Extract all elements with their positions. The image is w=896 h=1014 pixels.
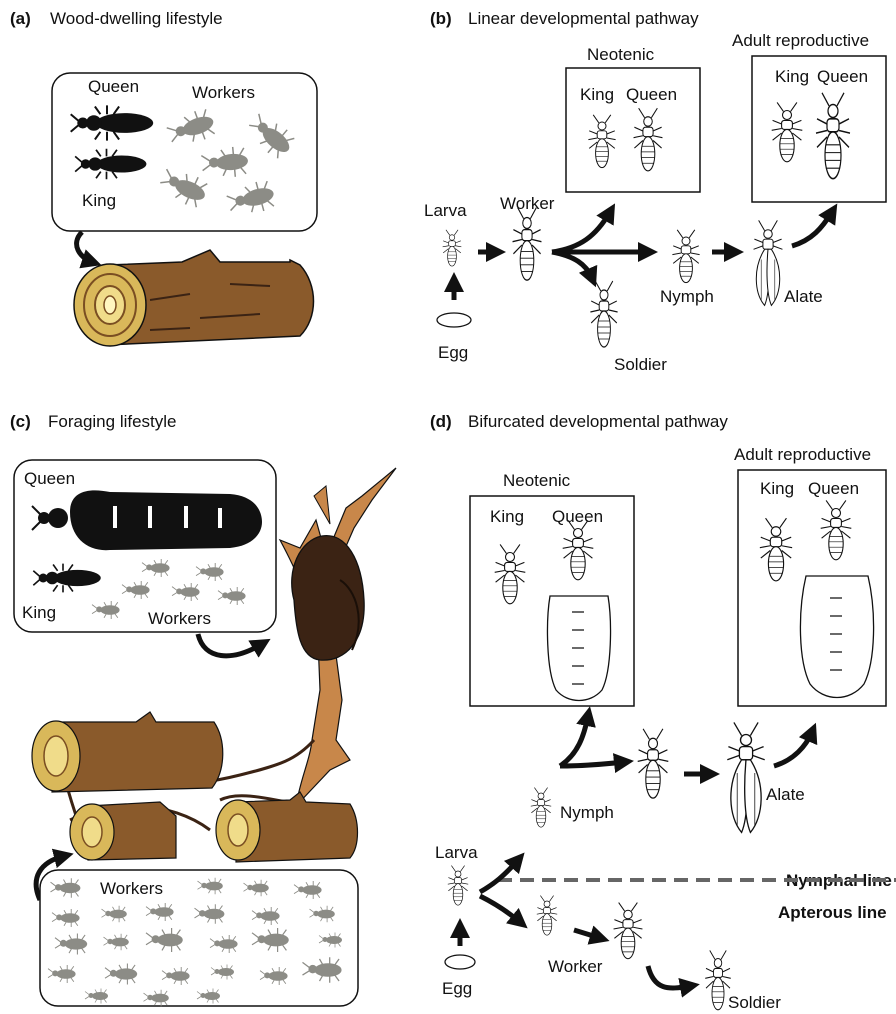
neotenic-king-label-d: King [490,507,524,526]
panel-b: (b) Linear developmental pathway Neoteni… [424,9,886,374]
panel-d-tag: (d) [430,412,452,431]
nymph-label-d: Nymph [560,803,614,822]
carton-nest-c [292,536,364,661]
neotenic-label-d: Neotenic [503,471,571,490]
panel-a-title: Wood-dwelling lifestyle [50,9,223,28]
egg-label-b: Egg [438,343,468,362]
nymph-b [672,230,699,283]
ar-king-label-d: King [760,479,794,498]
panel-b-tag: (b) [430,9,452,28]
adult-reproductive-label-b: Adult reproductive [732,31,869,50]
alate-b [754,220,783,305]
wood-log-c-left [70,802,176,860]
neotenic-queen-label-b: Queen [626,85,677,104]
neotenic-king-label-b: King [580,85,614,104]
neotenic-queen-label-d: Queen [552,507,603,526]
soldier-label-b: Soldier [614,355,667,374]
larva-label-d: Larva [435,843,478,862]
ar-queen-label-b: Queen [817,67,868,86]
panel-c: (c) Foraging lifestyle Queen King Worker… [10,412,396,1006]
queen-label-a: Queen [88,77,139,96]
worker-label-b: Worker [500,194,555,213]
worker-label-d: Worker [548,957,603,976]
egg-label-d: Egg [442,979,472,998]
ar-king-label-b: King [775,67,809,86]
nymph-small-d [531,788,551,828]
worker-b [513,208,542,281]
wood-log-c-right [216,792,358,862]
neotenic-label-b: Neotenic [587,45,655,64]
larva-b [443,230,462,266]
king-label-c: King [22,603,56,622]
soldier-label-d: Soldier [728,993,781,1012]
soldier-b [590,281,617,347]
nymph-large-d [638,729,669,798]
soldier-d [705,950,731,1009]
curved-arrow-a [77,232,92,262]
king-label-a: King [82,191,116,210]
larva-label-b: Larva [424,201,467,220]
alate-label-b: Alate [784,287,823,306]
alate-d [727,722,764,832]
workers-label-c: Workers [148,609,211,628]
larva-d [448,866,468,906]
workers-label-a: Workers [192,83,255,102]
adult-reproductive-label-d: Adult reproductive [734,445,871,464]
wood-log-c-top [32,712,223,792]
panel-d-title: Bifurcated developmental pathway [468,412,728,431]
apterous-line-label: Apterous line [778,903,887,922]
curved-arrow-c-nest [198,634,262,656]
alate-label-d: Alate [766,785,805,804]
workers-box-label-c: Workers [100,879,163,898]
panel-a: (a) Wood-dwelling lifestyle Queen Worker… [10,9,317,346]
egg-d [445,955,475,969]
panel-d: (d) Bifurcated developmental pathway Neo… [430,412,896,1012]
queen-label-c: Queen [24,469,75,488]
pre-worker-d [537,896,557,936]
nymph-label-b: Nymph [660,287,714,306]
wood-log-a [74,250,314,346]
panel-c-title: Foraging lifestyle [48,412,177,431]
panel-a-tag: (a) [10,9,31,28]
ar-queen-label-d: Queen [808,479,859,498]
panel-b-title: Linear developmental pathway [468,9,699,28]
arrows-d [460,716,812,988]
worker-d [614,903,643,959]
panel-c-tag: (c) [10,412,31,431]
egg-b [437,313,471,327]
